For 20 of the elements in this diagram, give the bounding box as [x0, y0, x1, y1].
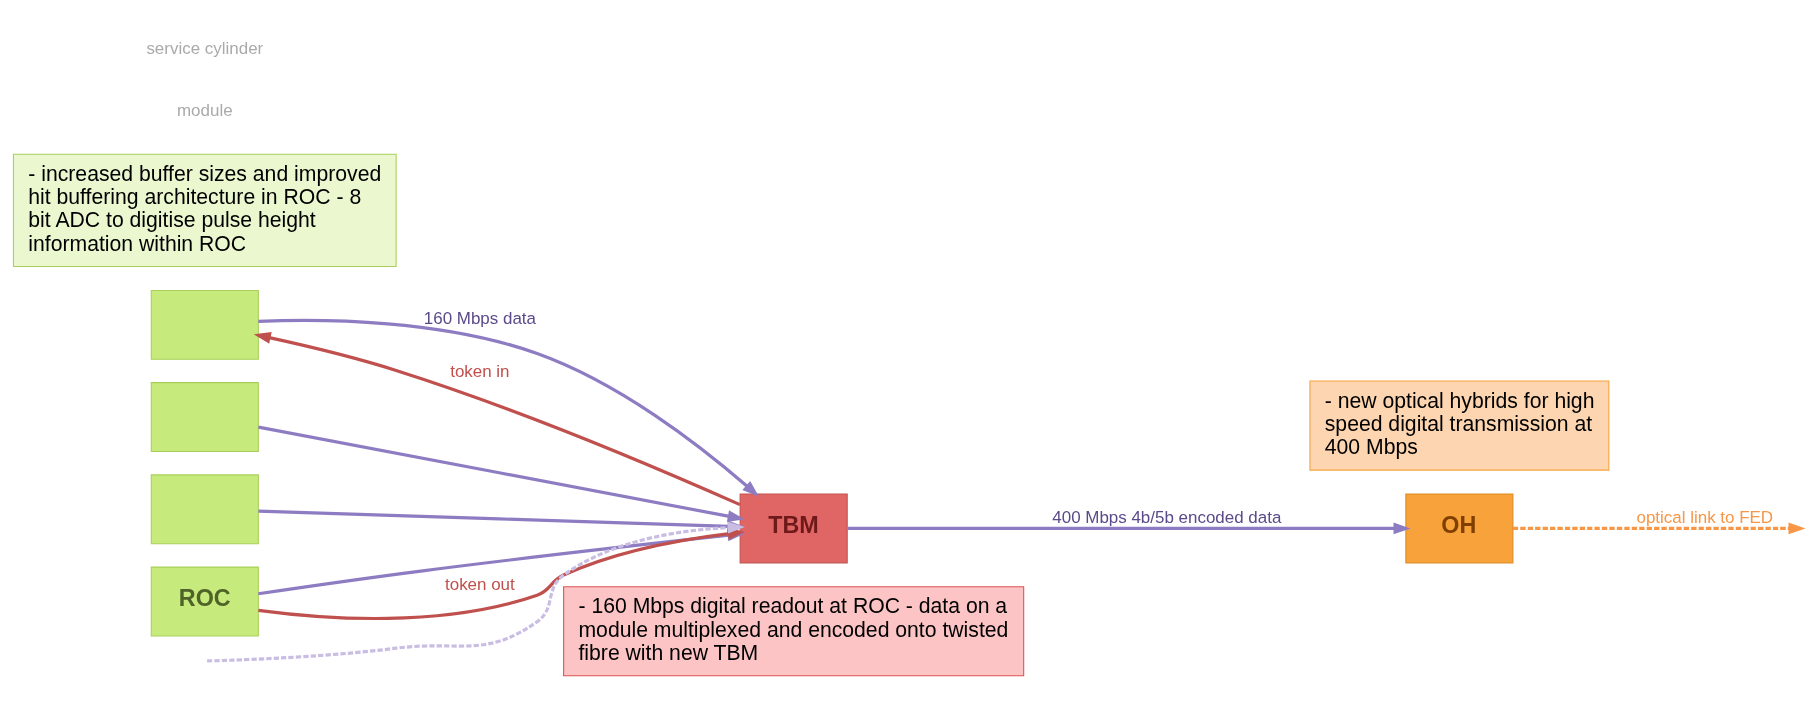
edge-label: 400 Mbps 4b/5b encoded data [1052, 507, 1282, 527]
edge-label: token out [445, 574, 515, 594]
node-box [150, 474, 259, 545]
node-box: - increased buffer sizes and improved hit buffering architecture in ROC - 8 bit ADC to digitise pulse height information within ROC [12, 153, 397, 268]
arrow [258, 318, 760, 497]
node-box: ROC [150, 566, 259, 637]
node-box [150, 382, 259, 453]
node-box: - new optical hybrids for high speed digital transmission at 400 Mbps [1309, 380, 1610, 471]
label: service cylinder [146, 39, 264, 59]
node-box [150, 289, 259, 360]
node-box: - 160 Mbps digital readout at ROC - data on a module multiplexed and encoded onto twisted fibre with new TBM [563, 586, 1025, 677]
arrow [258, 425, 745, 522]
node-box: TBM [739, 493, 848, 564]
edge-label: 160 Mbps data [423, 308, 536, 328]
arrow [847, 522, 1411, 535]
edge-label: token in [450, 361, 510, 381]
arrow [253, 332, 741, 507]
edge-label: optical link to FED [1636, 507, 1774, 527]
label: module [176, 100, 233, 120]
node-box: OH [1405, 493, 1514, 564]
